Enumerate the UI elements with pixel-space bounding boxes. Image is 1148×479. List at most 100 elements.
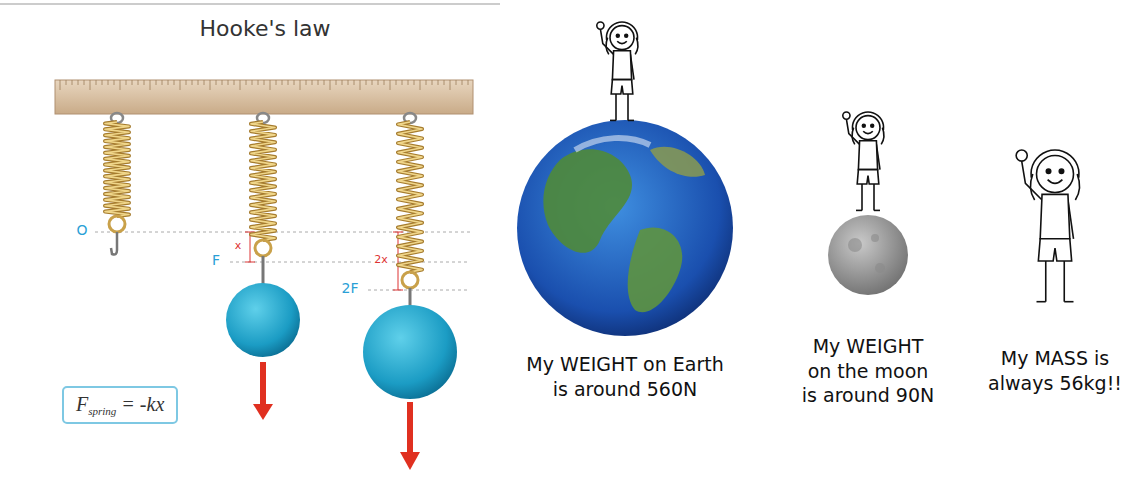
foot <box>610 120 616 122</box>
hair <box>1030 174 1034 200</box>
spring-coil <box>251 122 275 240</box>
arrow-head <box>253 404 273 420</box>
ruler-tick <box>168 80 169 85</box>
ruler-tick <box>318 80 319 85</box>
hair <box>881 128 884 145</box>
force-label: F <box>210 253 222 268</box>
foot <box>856 210 862 212</box>
formula-text: F <box>76 393 88 415</box>
foot <box>628 120 634 122</box>
ruler-ticks <box>60 80 468 90</box>
ruler-tick <box>66 80 67 85</box>
ruler-tick <box>180 80 181 90</box>
ruler-tick <box>84 80 85 85</box>
hand <box>597 22 604 29</box>
ruler-tick <box>468 80 469 85</box>
ruler-tick <box>222 80 223 85</box>
hair <box>635 38 638 55</box>
ruler-tick <box>108 80 109 85</box>
arrow-head <box>400 452 420 470</box>
spring-ring <box>255 240 271 256</box>
ruler-tick <box>306 80 307 85</box>
ruler-tick <box>384 80 385 85</box>
x-dimension <box>250 232 251 262</box>
extension-label: x <box>233 240 244 252</box>
shirt <box>858 141 877 170</box>
ruler-tick <box>396 80 397 85</box>
ruler-tick <box>360 80 361 90</box>
ruler-tick <box>366 80 367 85</box>
stick-figures <box>597 22 1080 302</box>
foot <box>1064 301 1073 303</box>
leg <box>1045 261 1047 302</box>
ruler-tick <box>288 80 289 85</box>
ruler-tick <box>252 80 253 85</box>
hair <box>606 38 609 55</box>
weight-ball <box>363 305 457 399</box>
ruler-tick <box>414 80 415 85</box>
ruler-tick <box>156 80 157 85</box>
ruler-tick <box>438 80 439 85</box>
leg <box>1063 261 1065 302</box>
head <box>1037 156 1074 193</box>
ruler-tick <box>90 80 91 90</box>
extension-label: 2x <box>372 254 390 266</box>
dim-tick <box>393 232 403 233</box>
ruler-tick <box>144 80 145 85</box>
eye <box>862 124 865 127</box>
caption-text: My WEIGHT on Earth is around 560N <box>525 352 725 401</box>
leg <box>861 184 863 210</box>
ruler-tick <box>150 80 151 90</box>
ruler-tick <box>210 80 211 90</box>
hair <box>852 128 855 145</box>
ruler-tick <box>432 80 433 85</box>
shorts <box>611 80 633 94</box>
ruler-tick <box>300 80 301 90</box>
eye <box>1059 169 1063 173</box>
leg <box>615 94 617 120</box>
head <box>856 116 880 140</box>
force-label: 2F <box>340 281 361 296</box>
ruler-tick <box>402 80 403 85</box>
foot <box>874 210 880 212</box>
ruler-tick <box>132 80 133 85</box>
ruler-tick <box>228 80 229 85</box>
crater <box>848 238 862 252</box>
ruler-tick <box>96 80 97 85</box>
head <box>610 26 634 50</box>
ruler-tick <box>276 80 277 85</box>
ruler-tick <box>354 80 355 85</box>
caption-text: My MASS is always 56kg!! <box>973 346 1138 395</box>
smile <box>617 41 627 43</box>
hook <box>111 232 117 255</box>
diagram-title: Hooke's law <box>199 16 330 41</box>
shirt <box>612 51 631 80</box>
spring-highlight <box>251 122 275 240</box>
ruler-tick <box>114 80 115 85</box>
spring-ring <box>402 272 418 288</box>
arrow-shaft <box>260 362 266 406</box>
hair <box>1075 174 1079 200</box>
ruler-tick <box>216 80 217 85</box>
ruler-tick <box>192 80 193 85</box>
ruler-tick <box>234 80 235 85</box>
crater <box>875 263 885 273</box>
spring-coil <box>105 122 129 216</box>
top-rule <box>0 4 500 5</box>
2x-dimension <box>398 232 399 290</box>
ruler-tick <box>348 80 349 85</box>
land <box>543 149 632 252</box>
ruler-tick <box>186 80 187 85</box>
formula-text: = -kx <box>121 393 164 415</box>
ruler-tick <box>204 80 205 85</box>
weight-ball <box>226 283 300 357</box>
ruler-tick <box>444 80 445 85</box>
ruler-tick <box>408 80 409 85</box>
ruler-tick <box>258 80 259 85</box>
girl-figure <box>597 22 638 120</box>
f-line <box>230 262 470 263</box>
ruler-tick <box>264 80 265 85</box>
ruler-tick <box>294 80 295 85</box>
leg <box>627 94 629 120</box>
